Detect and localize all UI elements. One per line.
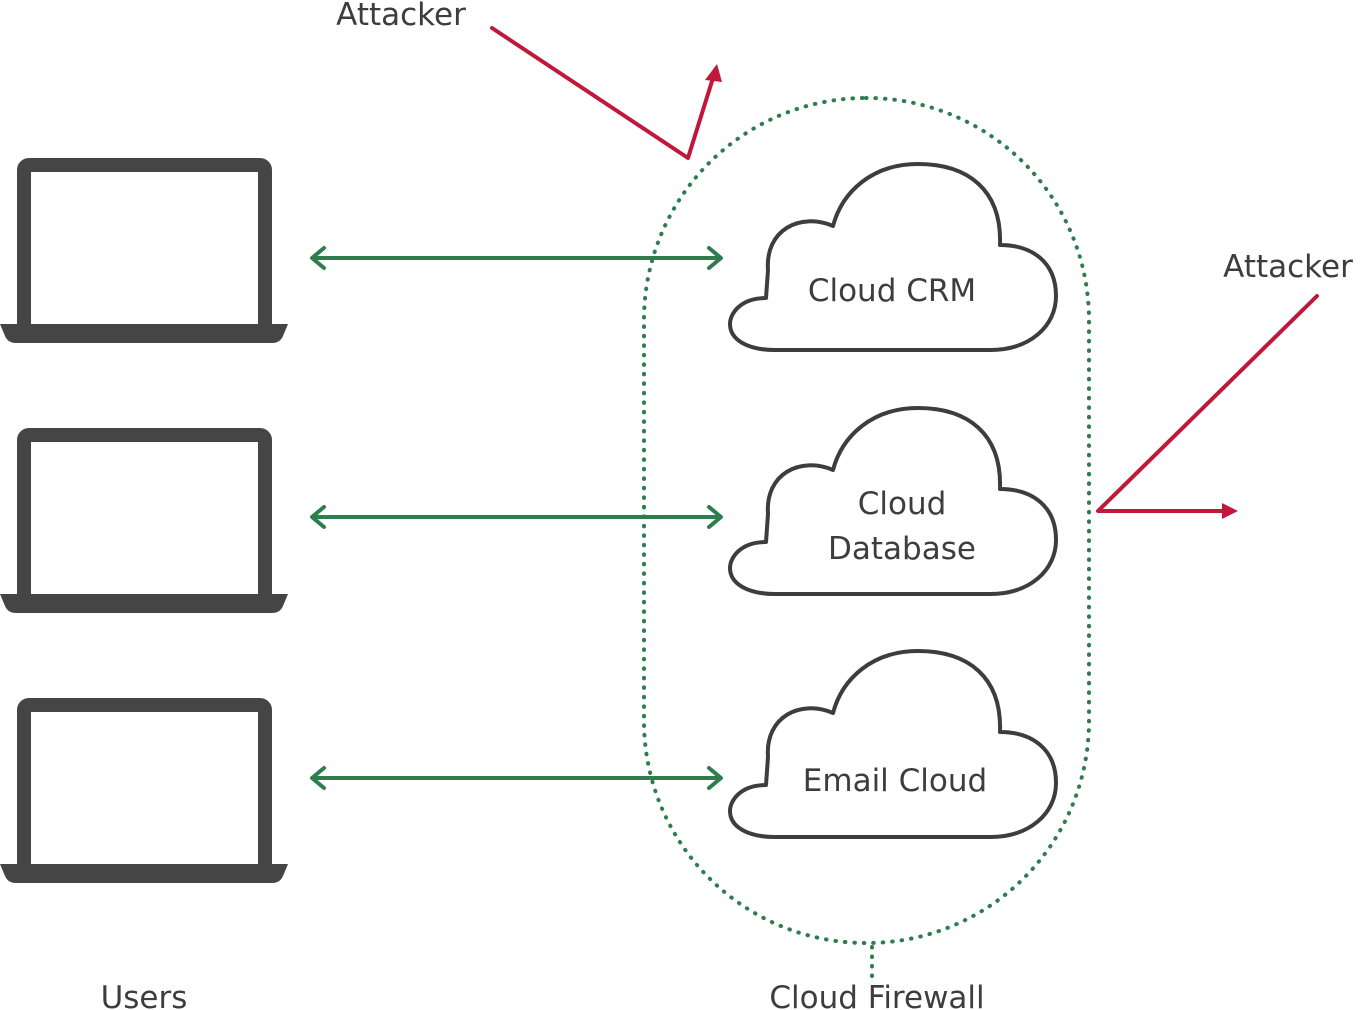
laptop-icon <box>0 158 288 343</box>
connection-arrow <box>310 505 723 529</box>
cloud-label-database-line1: Cloud <box>858 486 947 522</box>
laptop-icon <box>0 428 288 613</box>
firewall-label: Cloud Firewall <box>769 980 984 1010</box>
connection-arrow <box>310 766 723 790</box>
cloud-label-email: Email Cloud <box>803 763 987 799</box>
cloud-icon-email <box>728 649 1058 839</box>
attacker-label-right: Attacker <box>1223 249 1353 285</box>
cloud-label-crm: Cloud CRM <box>808 273 976 309</box>
attack-arrow-top <box>490 26 722 160</box>
laptop-icon <box>0 698 288 883</box>
firewall-boundary <box>642 96 1091 945</box>
cloud-icon-database <box>728 406 1058 596</box>
attack-arrow-right <box>1096 294 1319 519</box>
attacker-label-top: Attacker <box>336 0 466 33</box>
cloud-label-database-line2: Database <box>828 531 976 567</box>
users-label: Users <box>101 980 188 1010</box>
cloud-icon-crm <box>728 162 1058 352</box>
connection-arrow <box>310 246 723 270</box>
